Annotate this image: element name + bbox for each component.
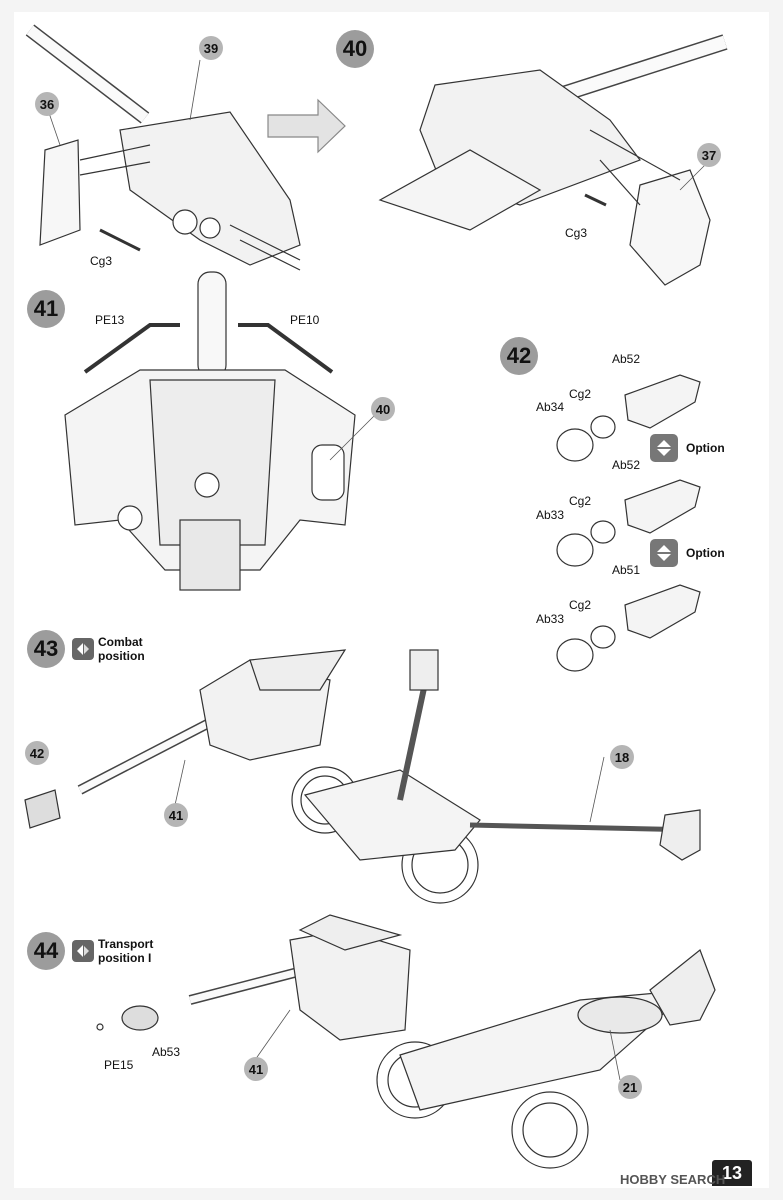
mode-toggle-icon	[72, 940, 94, 962]
transport-position-label: Transport position I	[98, 937, 153, 965]
combat-line1: Combat	[98, 635, 143, 649]
part-ref-18: 18	[610, 745, 634, 769]
watermark-text: HOBBY SEARCH	[620, 1172, 726, 1187]
transport-line2: position I	[98, 951, 152, 965]
page-number: 13	[712, 1160, 752, 1186]
part-ref-40: 40	[371, 397, 395, 421]
step-number-43: 43	[27, 630, 65, 668]
label-ab52-a: Ab52	[612, 352, 641, 366]
step-number-40: 40	[336, 30, 374, 68]
option-swap-icon	[650, 434, 678, 462]
step40-gun-drawing	[378, 34, 728, 286]
step41-gun-drawing	[64, 271, 356, 591]
step42-muzzle-drawings	[556, 374, 701, 672]
option-label-1: Option	[686, 441, 725, 455]
label-pe13: PE13	[95, 313, 125, 327]
part-ref-36: 36	[35, 92, 59, 116]
part-ref-41-step43: 41	[164, 803, 188, 827]
part-ref-41-step44: 41	[244, 1057, 268, 1081]
part-ref-37: 37	[697, 143, 721, 167]
step-number-41: 41	[27, 290, 65, 328]
combat-position-label: Combat position	[98, 635, 145, 663]
label-cg3-right: Cg3	[565, 226, 588, 240]
mode-toggle-icon	[72, 638, 94, 660]
step43-gun-drawing	[24, 649, 701, 904]
label-cg2-a: Cg2	[569, 387, 592, 401]
option-label-2: Option	[686, 546, 725, 560]
label-cg2-b: Cg2	[569, 494, 592, 508]
label-ab51: Ab51	[612, 563, 641, 577]
label-pe10: PE10	[290, 313, 320, 327]
label-cg2-c: Cg2	[569, 598, 592, 612]
transport-line1: Transport	[98, 937, 154, 951]
label-pe15: PE15	[104, 1058, 134, 1072]
step44-gun-drawing	[96, 914, 716, 1169]
option-swap-icon	[650, 539, 678, 567]
step-number-44: 44	[27, 932, 65, 970]
step39-gun-drawing	[25, 24, 301, 271]
label-cg3-left: Cg3	[90, 254, 113, 268]
label-ab52-b: Ab52	[612, 458, 641, 472]
step-number-42: 42	[500, 337, 538, 375]
arrow-right-icon	[267, 98, 346, 154]
label-ab53: Ab53	[152, 1045, 181, 1059]
part-ref-39: 39	[199, 36, 223, 60]
part-ref-21: 21	[618, 1075, 642, 1099]
combat-line2: position	[98, 649, 145, 663]
part-ref-42: 42	[25, 741, 49, 765]
label-ab34: Ab34	[536, 400, 565, 414]
label-ab33-a: Ab33	[536, 508, 565, 522]
label-ab33-b: Ab33	[536, 612, 565, 626]
